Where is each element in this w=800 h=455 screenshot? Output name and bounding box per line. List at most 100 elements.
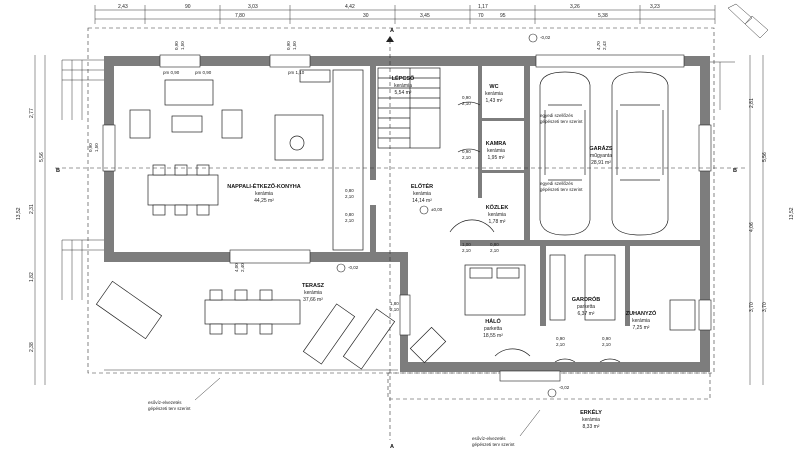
- room-area-hall: 14,14 m²: [412, 198, 432, 204]
- dims-right: 2,81 5,56 4,06 13,52 3,70 3,70: [749, 98, 795, 312]
- staircase: [377, 67, 441, 149]
- svg-text:0,90: 0,90: [602, 336, 611, 341]
- room-label-terrace: TERASZ kerámia 37,66 m²: [302, 283, 325, 303]
- svg-text:0,90: 0,90: [286, 41, 291, 50]
- room-name-pantry: KAMRA: [486, 141, 506, 147]
- dim-left-5: 2,38: [29, 342, 35, 352]
- room-material-hall: kerámia: [413, 191, 431, 197]
- room-area-garage: 28,91 m²: [591, 160, 611, 166]
- room-name-garage: GARÁZS: [589, 145, 613, 152]
- garage-cars: [539, 71, 669, 236]
- svg-text:2,10: 2,10: [556, 342, 565, 347]
- svg-text:0,80: 0,80: [345, 212, 354, 217]
- svg-text:4,70: 4,70: [596, 41, 601, 50]
- section-label-a-bottom: A: [390, 444, 394, 450]
- room-area-terrace: 37,66 m²: [303, 297, 323, 303]
- dimension-lines: [34, 5, 764, 385]
- svg-text:pm 0,90: pm 0,90: [163, 70, 180, 75]
- svg-text:2,10: 2,10: [345, 218, 354, 223]
- notes: egyedi szellőzés gépészeti terv szerint …: [148, 113, 583, 447]
- room-labels: NAPPALI-ÉTKEZŐ-KONYHA kerámia 44,25 m² L…: [227, 74, 657, 430]
- room-material-terrace: kerámia: [304, 290, 322, 296]
- section-label-b-right: B: [733, 168, 737, 174]
- dims-top: 2,43 90 3,03 4,42 1,17 3,26 3,23 7,80 30…: [118, 4, 660, 19]
- svg-text:2,10: 2,10: [602, 342, 611, 347]
- dim-top2-3: 70: [478, 13, 484, 19]
- svg-text:0,90: 0,90: [462, 149, 471, 154]
- level-ext-top: -0,02: [540, 35, 551, 40]
- level-ext-balcony: -0,02: [559, 385, 570, 390]
- room-material-shower: kerámia: [632, 318, 650, 324]
- svg-text:2,10: 2,10: [462, 101, 471, 106]
- living-furniture: [129, 69, 364, 251]
- dims-left: 2,77 5,56 2,31 13,52 1,82 2,38: [16, 108, 45, 352]
- site-mark: [727, 3, 769, 39]
- dim-right-1: 5,56: [762, 152, 768, 162]
- dim-top1-6: 3,23: [650, 4, 660, 10]
- room-material-living: kerámia: [255, 191, 273, 197]
- svg-text:2,40: 2,40: [240, 263, 245, 272]
- room-area-pantry: 1,95 m²: [488, 155, 505, 161]
- note-gepeszet1b: gépészeti terv szerint: [540, 119, 583, 124]
- room-name-wc: WC: [489, 84, 498, 90]
- room-material-corridor: kerámia: [488, 212, 506, 218]
- room-label-bedroom: HÁLÓ parketta 18,55 m²: [483, 317, 503, 339]
- room-material-stairs: kerámia: [394, 83, 412, 89]
- dim-top2-0: 7,80: [235, 13, 245, 19]
- room-material-wardrobe: parketta: [577, 304, 595, 310]
- svg-text:pm 0,90: pm 0,90: [195, 70, 212, 75]
- room-area-shower: 7,25 m²: [633, 325, 650, 331]
- room-material-bedroom: parketta: [484, 326, 502, 332]
- room-label-garage: GARÁZS műgyanta 28,91 m²: [589, 145, 613, 166]
- svg-text:2,10: 2,10: [462, 248, 471, 253]
- level-floor: ±0,00: [431, 207, 443, 212]
- note-gepeszet2b: gépészeti terv szerint: [540, 187, 583, 192]
- room-material-wc: kerámia: [485, 91, 503, 97]
- note-rain1b: gépészeti terv szerint: [148, 406, 191, 411]
- dim-left-4: 1,82: [29, 272, 35, 282]
- dim-top1-3: 4,42: [345, 4, 355, 10]
- svg-text:1,50: 1,50: [292, 41, 297, 50]
- note-rain2: esővíz-elvezetés: [472, 436, 506, 441]
- room-material-garage: műgyanta: [590, 153, 612, 159]
- room-material-balcony: kerámia: [582, 417, 600, 423]
- dim-left-0: 2,77: [29, 108, 35, 118]
- dim-top2-1: 30: [363, 13, 369, 19]
- level-markers: ±0,00 -0,02 -0,02 -0,02: [336, 33, 570, 398]
- note-gepeszet2: egyedi szellőzés: [540, 181, 574, 186]
- dim-top1-0: 2,43: [118, 4, 128, 10]
- room-area-balcony: 8,33 m²: [583, 424, 600, 430]
- svg-text:0,80: 0,80: [490, 242, 499, 247]
- svg-text:0,90: 0,90: [174, 41, 179, 50]
- dim-top2-4: 95: [500, 13, 506, 19]
- svg-text:1,00: 1,00: [462, 242, 471, 247]
- room-name-stairs: LÉPCSŐ: [392, 74, 415, 82]
- room-area-wc: 1,43 m²: [486, 98, 503, 104]
- note-rain1: esővíz-elvezetés: [148, 400, 182, 405]
- dim-right-4: 3,70: [749, 302, 755, 312]
- section-markers: A A B B: [55, 28, 745, 450]
- room-area-stairs: 5,54 m²: [395, 90, 412, 96]
- dim-right-5: 3,70: [762, 302, 768, 312]
- room-name-shower: ZUHANYZÓ: [626, 309, 657, 317]
- svg-text:1,50: 1,50: [180, 41, 185, 50]
- note-gepeszet1: egyedi szellőzés: [540, 113, 574, 118]
- section-label-a-top: A: [390, 28, 394, 34]
- room-label-wc: WC kerámia 1,43 m²: [485, 84, 503, 104]
- room-label-corridor: KÖZLEK kerámia 1,78 m²: [486, 204, 509, 225]
- terrace-furniture: [95, 280, 447, 371]
- door-swings: [449, 101, 621, 363]
- dim-top1-5: 3,26: [570, 4, 580, 10]
- room-name-hall: ELŐTÉR: [411, 182, 433, 190]
- opening-labels: 0,90 1,50 0,90 1,50 1,50 0,90 4,70 2,43 …: [88, 41, 611, 347]
- section-label-b-left: B: [56, 168, 60, 174]
- level-ext-terrace: -0,02: [348, 265, 359, 270]
- svg-text:2,10: 2,10: [490, 248, 499, 253]
- room-name-living: NAPPALI-ÉTKEZŐ-KONYHA: [227, 182, 301, 190]
- dim-right-3: 13,52: [789, 207, 795, 220]
- svg-text:1,50: 1,50: [94, 143, 99, 152]
- room-name-corridor: KÖZLEK: [486, 204, 509, 211]
- svg-text:2,43: 2,43: [602, 41, 607, 50]
- room-label-stairs: LÉPCSŐ kerámia 5,54 m²: [392, 74, 415, 96]
